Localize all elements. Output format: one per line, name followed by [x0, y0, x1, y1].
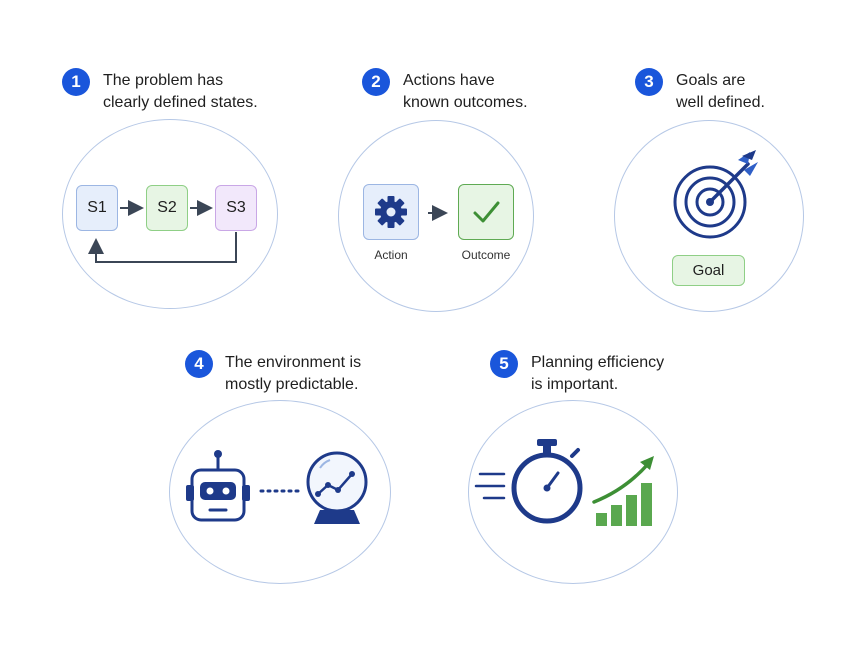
item-3-heading-line1: Goals are [676, 72, 746, 89]
state-s2-box: S2 [146, 185, 188, 231]
state-s3-box: S3 [215, 185, 257, 231]
checkmark-icon [473, 201, 500, 223]
target-icon [673, 150, 758, 239]
item-4-heading-line2: mostly predictable. [225, 376, 359, 393]
item-1-heading: The problem has clearly defined states. [103, 70, 258, 114]
item-1-heading-line2: clearly defined states. [103, 94, 258, 111]
item-2-heading-line1: Actions have [403, 72, 495, 89]
growth-chart-icon [592, 456, 654, 526]
item-4-heading: The environment is mostly predictable. [225, 352, 361, 396]
step-badge-4: 4 [185, 350, 213, 378]
step-badge-3: 3 [635, 68, 663, 96]
item-2-heading-line2: known outcomes. [403, 94, 528, 111]
crystal-ball-icon [306, 451, 368, 524]
item-2-heading: Actions have known outcomes. [403, 70, 528, 114]
dotted-connector [259, 489, 303, 493]
item-5-heading-line1: Planning efficiency [531, 354, 665, 371]
goal-box: Goal [672, 255, 745, 286]
stopwatch-icon [474, 439, 583, 524]
gear-icon [375, 196, 407, 228]
action-box [363, 184, 419, 240]
item-5-heading: Planning efficiency is important. [531, 352, 664, 396]
item-4-heading-line1: The environment is [225, 354, 362, 371]
outcome-label: Outcome [461, 248, 511, 262]
item-3-heading: Goals are well defined. [676, 70, 765, 114]
state-s1-box: S1 [76, 185, 118, 231]
step-badge-2: 2 [362, 68, 390, 96]
item-1-heading-line1: The problem has [103, 72, 224, 89]
step-badge-1: 1 [62, 68, 90, 96]
action-label: Action [374, 248, 408, 262]
item-3-heading-line2: well defined. [676, 94, 765, 111]
robot-icon [186, 450, 250, 522]
outcome-box [458, 184, 514, 240]
item-5-heading-line2: is important. [531, 376, 619, 393]
step-badge-5: 5 [490, 350, 518, 378]
